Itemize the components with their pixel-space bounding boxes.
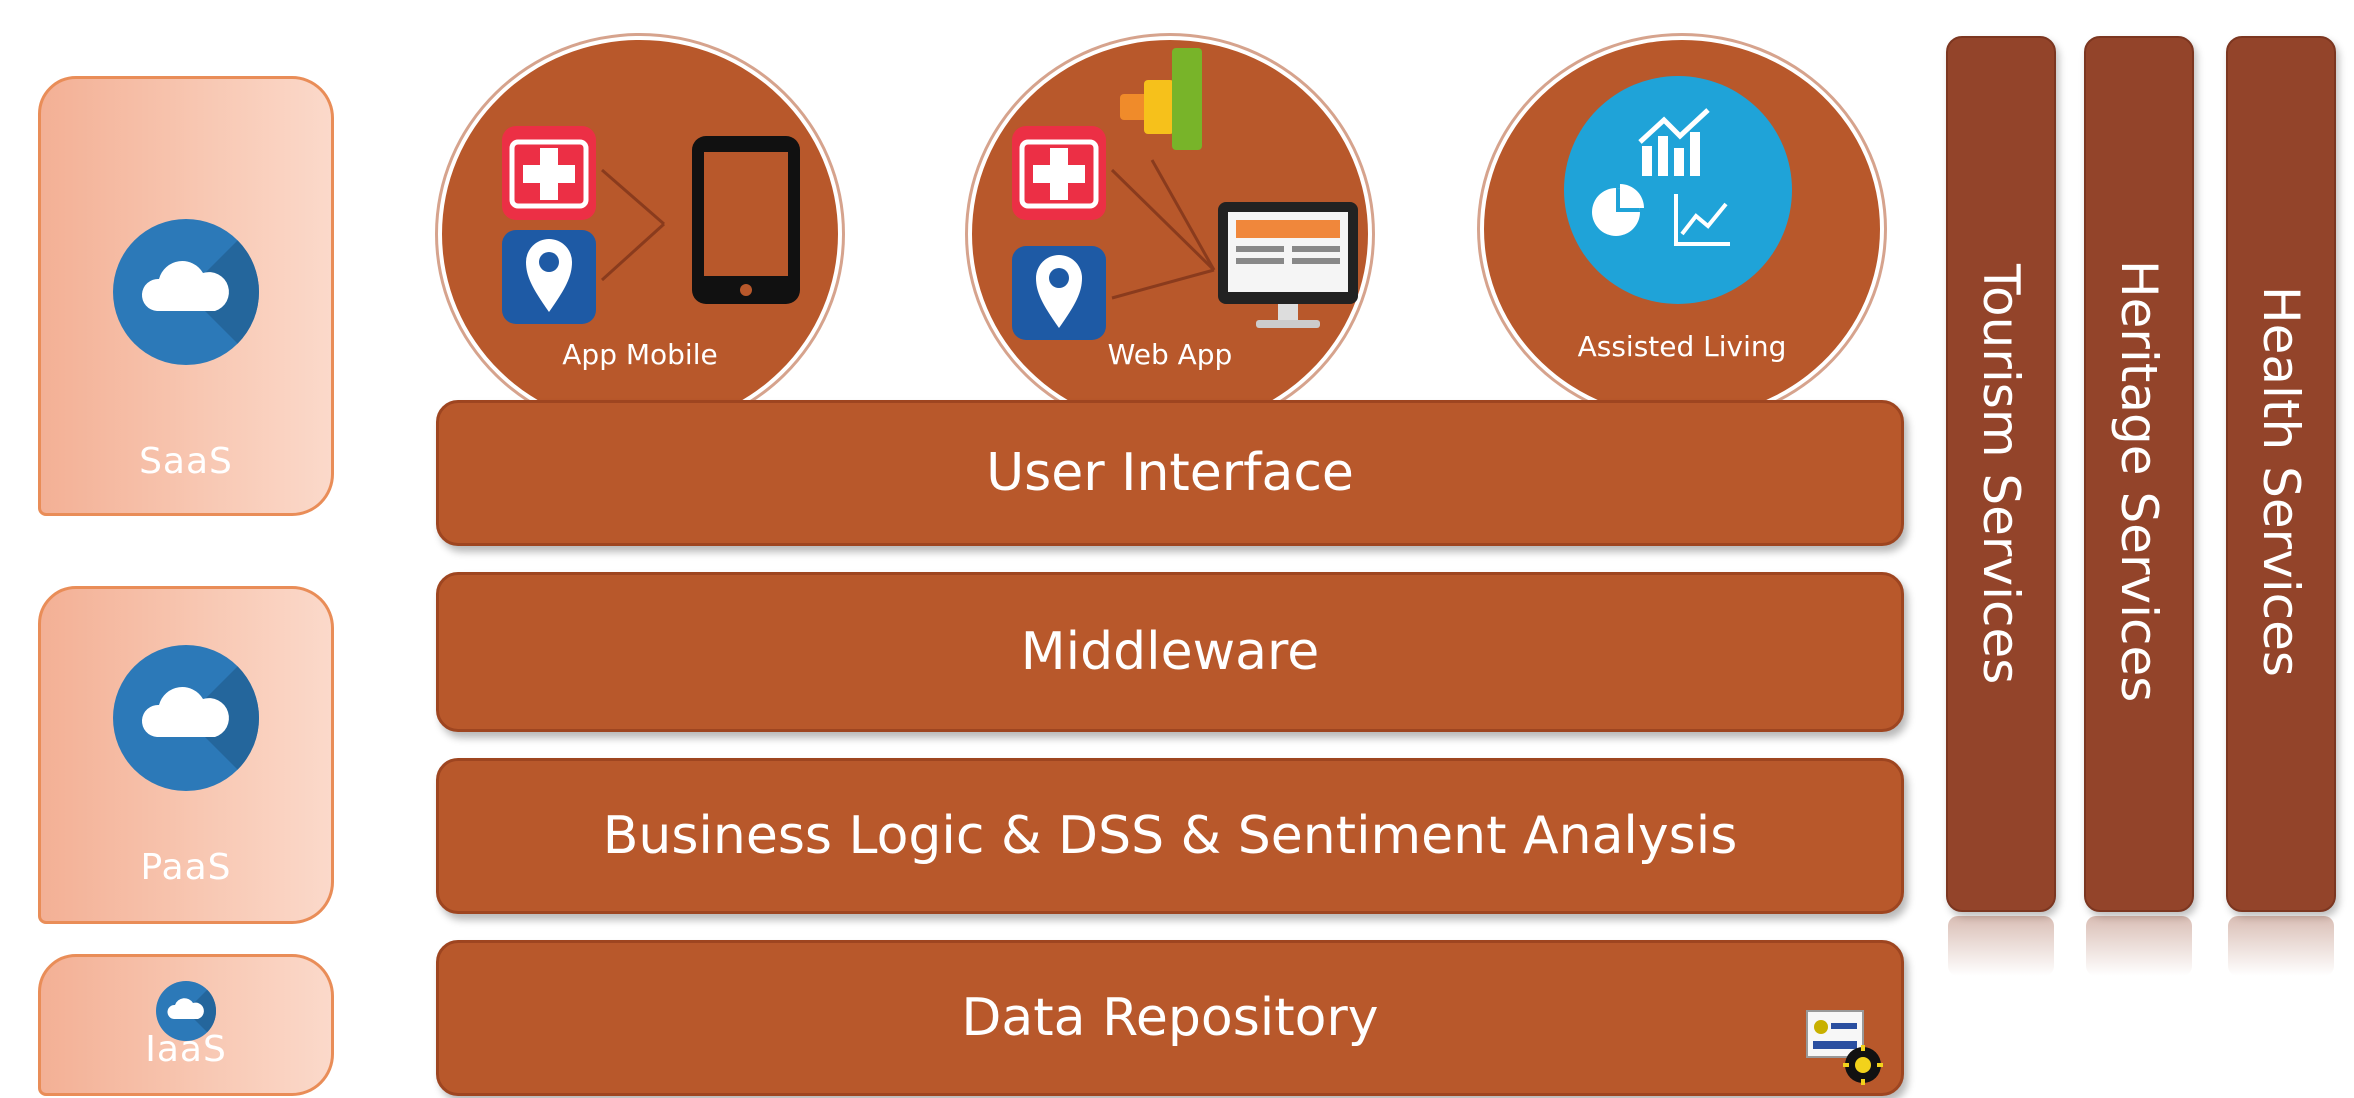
health-services-pillar: Health Services: [2226, 36, 2336, 976]
data-repository-layer: Data Repository: [436, 940, 1904, 1096]
middleware-label: Middleware: [1020, 622, 1320, 682]
middleware-layer: Middleware: [436, 572, 1904, 732]
saas-label: SaaS: [139, 441, 233, 482]
smartphone-icon: [692, 136, 800, 304]
medical-cross-icon: [1012, 126, 1106, 220]
heritage-services-label: Heritage Services: [2110, 260, 2168, 703]
iaas-label: IaaS: [145, 1029, 227, 1070]
business-logic-label: Business Logic & DSS & Sentiment Analysi…: [602, 806, 1738, 866]
web-app-label: Web App: [1107, 338, 1233, 371]
assisted-living-bubble: Assisted Living: [1480, 36, 1884, 422]
tourism-services-label: Tourism Services: [1972, 264, 2030, 685]
location-pin-icon: [502, 230, 596, 324]
saas-card: SaaS: [38, 76, 334, 516]
app-mobile-label: App Mobile: [562, 338, 718, 371]
location-pin-icon: [1012, 246, 1106, 340]
user-interface-layer: User Interface: [436, 400, 1904, 546]
data-repository-label: Data Repository: [961, 988, 1379, 1048]
desktop-monitor-icon: [1218, 202, 1358, 328]
paas-label: PaaS: [140, 847, 232, 888]
heritage-services-pillar: Heritage Services: [2084, 36, 2194, 976]
cloud-icon: [113, 219, 259, 365]
cloud-icon: [156, 981, 216, 1041]
user-interface-label: User Interface: [986, 443, 1354, 503]
bar-chart-icon: [1120, 48, 1202, 150]
paas-card: PaaS: [38, 586, 334, 924]
database-gear-icon: [1806, 1010, 1883, 1085]
app-mobile-bubble: App Mobile: [438, 36, 842, 432]
medical-cross-icon: [502, 126, 596, 220]
iaas-card: IaaS: [38, 954, 334, 1096]
business-logic-layer: Business Logic & DSS & Sentiment Analysi…: [436, 758, 1904, 914]
tourism-services-pillar: Tourism Services: [1946, 36, 2056, 976]
analytics-icon: [1564, 76, 1792, 304]
cloud-icon: [113, 645, 259, 791]
health-services-label: Health Services: [2252, 286, 2310, 677]
assisted-living-label: Assisted Living: [1577, 330, 1787, 363]
web-app-bubble: Web App: [968, 36, 1372, 432]
